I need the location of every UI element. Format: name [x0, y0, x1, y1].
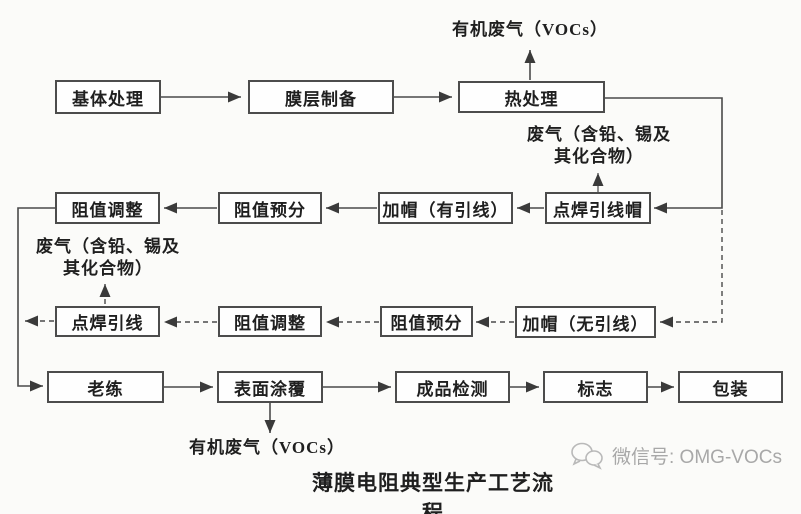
watermark-label: 微信号: OMG-VOCs: [612, 446, 782, 468]
watermark: 微信号: OMG-VOCs: [569, 440, 782, 470]
diagram-title: 薄膜电阻典型生产工艺流程: [312, 471, 554, 514]
label-voc-bottom: 有机废气（VOCs）: [188, 438, 346, 457]
node-weld-lead: 点焊引线: [55, 306, 160, 337]
node-packaging: 包装: [678, 371, 783, 403]
label-waste-gas-left: 废气（含铅、锡及 其化合物）: [23, 236, 193, 280]
label-waste-gas-right-line2: 其化合物）: [554, 147, 644, 166]
node-cap-with-lead: 加帽（有引线）: [378, 192, 513, 224]
label-waste-gas-right: 废气（含铅、锡及 其化合物）: [514, 124, 684, 168]
edge-branch-to-capnolead: [660, 210, 723, 328]
node-adjust-b: 阻值调整: [218, 306, 322, 337]
node-cap-no-lead: 加帽（无引线）: [515, 306, 656, 338]
wechat-icon: [571, 442, 603, 470]
node-aging: 老练: [47, 371, 164, 403]
node-presort-a: 阻值预分: [218, 192, 322, 224]
node-final-test: 成品检测: [395, 371, 510, 403]
label-voc-top: 有机废气（VOCs）: [451, 20, 609, 39]
label-waste-gas-left-line2: 其化合物）: [63, 259, 153, 278]
edge-heat-to-weldcap: [605, 97, 723, 214]
label-waste-gas-right-line1: 废气（含铅、锡及: [527, 125, 671, 144]
node-surface-coat: 表面涂覆: [217, 371, 323, 403]
node-marking: 标志: [543, 371, 648, 403]
node-substrate: 基体处理: [55, 80, 161, 114]
node-film-prep: 膜层制备: [248, 80, 394, 114]
label-waste-gas-left-line1: 废气（含铅、锡及: [36, 237, 180, 256]
node-adjust-a: 阻值调整: [55, 192, 160, 224]
node-weld-cap: 点焊引线帽: [545, 192, 651, 224]
edge-adjust-a-to-aging: [17, 207, 55, 392]
node-presort-b: 阻值预分: [380, 306, 473, 337]
node-heat-treat: 热处理: [458, 81, 605, 113]
